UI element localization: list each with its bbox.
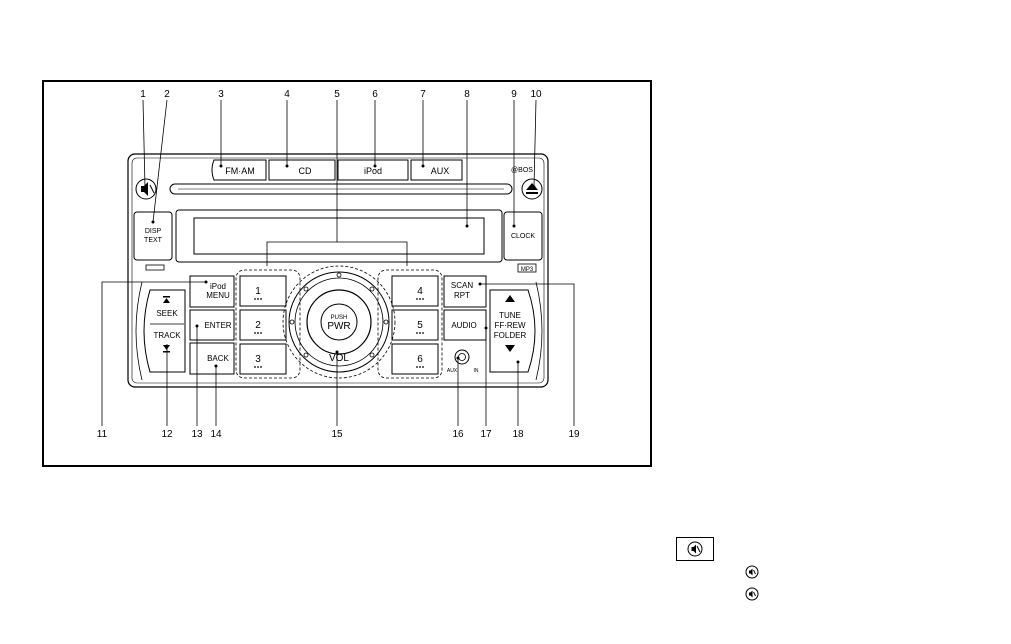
scan-label: SCAN bbox=[451, 281, 473, 290]
callout-9: 9 bbox=[511, 89, 517, 100]
preset-1-button[interactable] bbox=[240, 276, 286, 306]
callout-10: 10 bbox=[530, 89, 542, 100]
callout-5: 5 bbox=[334, 89, 340, 100]
leader-lines bbox=[102, 100, 574, 426]
cd-button[interactable]: CD bbox=[299, 166, 312, 176]
preset-group-left bbox=[236, 270, 300, 378]
text-label: TEXT bbox=[144, 237, 163, 244]
callout-1: 1 bbox=[140, 89, 146, 100]
preset-3-label: 3 bbox=[255, 354, 261, 365]
aux-in-label-in: IN bbox=[474, 368, 479, 374]
clock-label: CLOCK bbox=[511, 233, 535, 240]
preset-5-button[interactable] bbox=[392, 310, 438, 340]
callout-14: 14 bbox=[210, 429, 222, 440]
eject-icon bbox=[526, 183, 538, 194]
ipod-button[interactable]: iPod bbox=[364, 166, 382, 176]
callout-7: 7 bbox=[420, 89, 426, 100]
faceplate-inner bbox=[132, 158, 544, 383]
callout-15: 15 bbox=[331, 429, 343, 440]
back-label: BACK bbox=[207, 354, 229, 363]
folder-label: FOLDER bbox=[494, 331, 527, 340]
mute-icon bbox=[745, 565, 759, 579]
enter-label: ENTER bbox=[204, 321, 231, 330]
aux-button[interactable]: AUX bbox=[431, 166, 450, 176]
callout-17: 17 bbox=[480, 429, 492, 440]
rpt-label: RPT bbox=[454, 291, 470, 300]
callout-19: 19 bbox=[568, 429, 580, 440]
ipod-menu-label-1: iPod bbox=[210, 282, 226, 291]
preset-group-right bbox=[378, 270, 442, 378]
callout-8: 8 bbox=[464, 89, 470, 100]
tune-label: TUNE bbox=[499, 311, 521, 320]
preset-4-button[interactable] bbox=[392, 276, 438, 306]
preset-1-label: 1 bbox=[255, 286, 261, 297]
mute-symbol-box bbox=[676, 537, 714, 561]
mp3-label: MP3 bbox=[521, 267, 534, 273]
seek-up-icon bbox=[163, 296, 170, 303]
callout-18: 18 bbox=[512, 429, 524, 440]
preset-3-button[interactable] bbox=[240, 344, 286, 374]
preset-5-label: 5 bbox=[417, 320, 423, 331]
preset-2-button[interactable] bbox=[240, 310, 286, 340]
seek-label: SEEK bbox=[156, 309, 178, 318]
callout-11: 11 bbox=[97, 429, 108, 440]
fm-am-button[interactable]: FM·AM bbox=[225, 166, 255, 176]
callout-2: 2 bbox=[164, 89, 170, 100]
mute-icon bbox=[141, 182, 154, 196]
vol-label: VOL bbox=[329, 353, 349, 364]
display-screen bbox=[194, 218, 484, 254]
callout-4: 4 bbox=[284, 89, 290, 100]
audio-label: AUDIO bbox=[451, 321, 476, 330]
preset-6-label: 6 bbox=[417, 354, 423, 365]
leader-dots bbox=[144, 165, 536, 368]
mute-icon bbox=[676, 537, 714, 561]
mute-icon bbox=[745, 587, 759, 601]
preset-2-label: 2 bbox=[255, 320, 261, 331]
track-label: TRACK bbox=[153, 331, 181, 340]
tune-up-icon bbox=[505, 295, 515, 302]
ff-rew-label: FF·REW bbox=[494, 321, 526, 330]
pwr-label: PWR bbox=[327, 321, 350, 332]
tune-down-icon bbox=[505, 345, 515, 352]
ipod-menu-label-2: MENU bbox=[206, 291, 230, 300]
aux-in-label-aux: AUX bbox=[447, 368, 458, 374]
callout-12: 12 bbox=[161, 429, 173, 440]
preset-6-button[interactable] bbox=[392, 344, 438, 374]
callout-16: 16 bbox=[452, 429, 464, 440]
callout-6: 6 bbox=[372, 89, 378, 100]
indicator-left bbox=[146, 265, 164, 270]
disp-label: DISP bbox=[145, 228, 162, 235]
callout-13: 13 bbox=[191, 429, 203, 440]
callout-3: 3 bbox=[218, 89, 224, 100]
preset-4-label: 4 bbox=[417, 286, 423, 297]
